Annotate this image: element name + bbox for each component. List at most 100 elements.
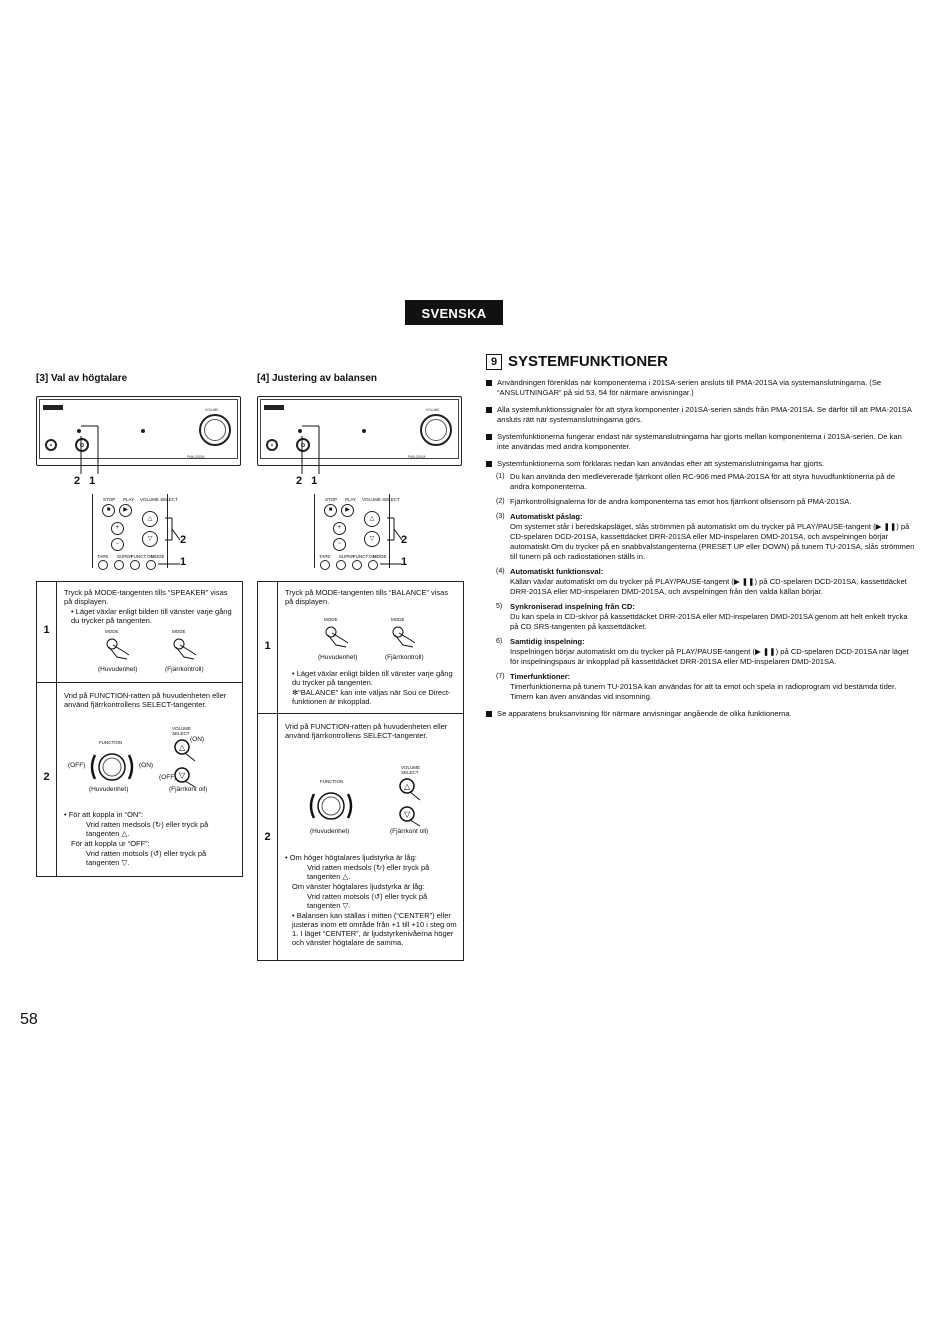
mode-label: MODE — [105, 629, 119, 634]
step-text: Vrid på FUNCTION-ratten på huvudenheten … — [285, 722, 448, 740]
preset-up-icon: + — [111, 522, 124, 535]
systemfunktioner-heading: 9 SYSTEMFUNKTIONER — [486, 353, 668, 370]
remote-bottom-buttons — [314, 560, 390, 572]
callout-1: 1 — [180, 556, 187, 568]
volume-up-icon: △ — [364, 511, 380, 527]
systemfunktioner-body: Användningen förenklas när komponenterna… — [486, 378, 916, 726]
svg-text:△: △ — [404, 782, 411, 791]
step-note: • Balansen kan ställas i mitten (“CENTER… — [292, 911, 457, 947]
step-number: 1 — [264, 640, 271, 652]
play-button-icon: ▶ — [119, 504, 132, 517]
step-row: 1 Tryck på MODE-tangenten tills “BALANCE… — [258, 582, 463, 714]
remote-bottom-buttons — [92, 560, 168, 572]
function-knob-rotate-icon — [90, 753, 134, 781]
select-buttons-icon: △▽ — [174, 739, 196, 788]
step-note: Vrid ratten medsols (↻) eller tryck på t… — [86, 820, 209, 838]
stop-button-icon: ■ — [324, 504, 337, 517]
step-number: 2 — [43, 771, 50, 783]
bullet-item: Alla systemfunktionssignaler för att sty… — [486, 405, 916, 425]
on-label: (ON) — [190, 736, 205, 743]
caption: (Fjärrkont oll) — [390, 828, 429, 835]
off-label: (OFF) — [68, 762, 86, 769]
mode-button — [77, 429, 81, 433]
svg-text:△: △ — [179, 743, 186, 752]
callout-2: 2 — [180, 534, 187, 546]
mode-label: MODE — [172, 629, 186, 634]
volume-label: VOLUME — [426, 408, 440, 412]
step-note: Vrid ratten motsols (↺) eller tryck på t… — [307, 892, 428, 910]
remote-callout-lines — [158, 517, 181, 565]
select-label: SELECT — [401, 770, 419, 775]
step-note: Vrid ratten motsols (↺) eller tryck på t… — [86, 849, 207, 867]
step-row: 1 Tryck på MODE-tangenten tills “SPEAKER… — [37, 582, 242, 683]
step-note: • För att koppla in “ON”: — [64, 810, 143, 819]
section3-steps-table: 1 Tryck på MODE-tangenten tills “SPEAKER… — [36, 581, 243, 877]
function-knob-rotate-icon — [309, 792, 353, 820]
bullet-item: Användningen förenklas när komponenterna… — [486, 378, 916, 398]
caption: (Huvudenhet) — [98, 666, 138, 673]
sub-item: (4) Automatiskt funktionsval: Källan väx… — [496, 567, 907, 596]
power-button — [45, 439, 57, 451]
section-number: 9 — [486, 353, 502, 370]
model-label: PMA-201SA — [187, 455, 205, 459]
select-buttons-icon: △▽ — [399, 778, 421, 827]
function-knob — [296, 438, 310, 452]
mode-button — [298, 429, 302, 433]
sub-item: 6) Samtidig inspelning: Inspelningen bör… — [496, 637, 909, 666]
bullet-item: Systemfunktionerna som förklaras nedan k… — [486, 459, 916, 469]
section4-title: [4] Justering av balansen — [257, 373, 378, 384]
bullet-item: Se apparatens bruksanvisning för närmare… — [486, 709, 916, 719]
brand-logo — [43, 405, 63, 410]
sub-item: (7) Timerfunktioner: Timerfunktionerna p… — [496, 672, 897, 701]
remote-callout-lines — [380, 517, 403, 565]
callout-2: 2 — [401, 534, 408, 546]
svg-text:▽: ▽ — [179, 771, 186, 780]
callout-numbers: 2 1 — [296, 475, 318, 487]
preset-down-icon: − — [111, 538, 124, 551]
language-tab: SVENSKA — [405, 300, 503, 325]
step-note: • Läget växlar enligt bilden till vänste… — [71, 607, 232, 625]
volume-label: VOLUME — [172, 726, 192, 731]
caption: (Fjärrkontroll) — [165, 666, 204, 673]
section3-title: [3] Val av högtalare — [36, 373, 128, 384]
preset-up-icon: + — [333, 522, 346, 535]
step-note: Om vänster högtalares ljudstyrka är låg: — [292, 882, 425, 891]
callout-1: 1 — [401, 556, 408, 568]
volume-down-icon: ▽ — [142, 531, 158, 547]
mode-label: MODE — [324, 617, 338, 622]
step-text: Tryck på MODE-tangenten tills “SPEAKER” … — [64, 588, 228, 606]
sub-item: 5) Synkroniserad inspelning från CD: Du … — [496, 602, 908, 631]
function-label: FUNCTION — [99, 740, 123, 745]
callout-numbers: 2 1 — [74, 475, 96, 487]
step-note: ✻“BALANCE” kan inte väljas när Sou ce Di… — [292, 688, 451, 706]
model-label: PMA-201SA — [408, 455, 426, 459]
volume-knob — [420, 414, 452, 446]
volume-knob — [199, 414, 231, 446]
step-note: • Om höger högtalares ljudstyrka är låg: — [285, 853, 417, 862]
preset-down-icon: − — [333, 538, 346, 551]
volume-label: VOLUME — [401, 765, 421, 770]
amplifier-front-illustration: VOLUME PMA-201SA — [257, 396, 462, 466]
power-button — [266, 439, 278, 451]
brand-logo — [264, 405, 284, 410]
volume-up-icon: △ — [142, 511, 158, 527]
sub-item: (1) Du kan använda den medlevererade fjä… — [496, 472, 895, 491]
hand-press-icon — [173, 638, 197, 660]
volume-down-icon: ▽ — [364, 531, 380, 547]
caption: (Huvudenhet) — [310, 828, 350, 835]
step-number: 1 — [43, 624, 50, 636]
svg-text:▽: ▽ — [404, 810, 411, 819]
step-text: Vrid på FUNCTION-ratten på huvudenheten … — [64, 691, 227, 709]
step-note: För att koppla ur “OFF”: — [71, 839, 150, 848]
step-row: 2 Vrid på FUNCTION-ratten på huvudenhete… — [37, 683, 242, 877]
caption: (Huvudenhet) — [89, 786, 129, 793]
step-note: Vrid ratten medsols (↻) eller tryck på t… — [307, 863, 430, 881]
hand-press-icon — [392, 626, 416, 648]
bullet-item: Systemfunktionerna fungerar endast när s… — [486, 432, 916, 452]
stop-button-icon: ■ — [102, 504, 115, 517]
caption: (Fjärrkontroll) — [385, 654, 424, 661]
step-text: Tryck på MODE-tangenten tills “BALANCE” … — [285, 588, 449, 606]
off-label: (OFF) — [159, 774, 177, 781]
indicator-dot — [362, 429, 366, 433]
section4-steps-table: 1 Tryck på MODE-tangenten tills “BALANCE… — [257, 581, 464, 961]
